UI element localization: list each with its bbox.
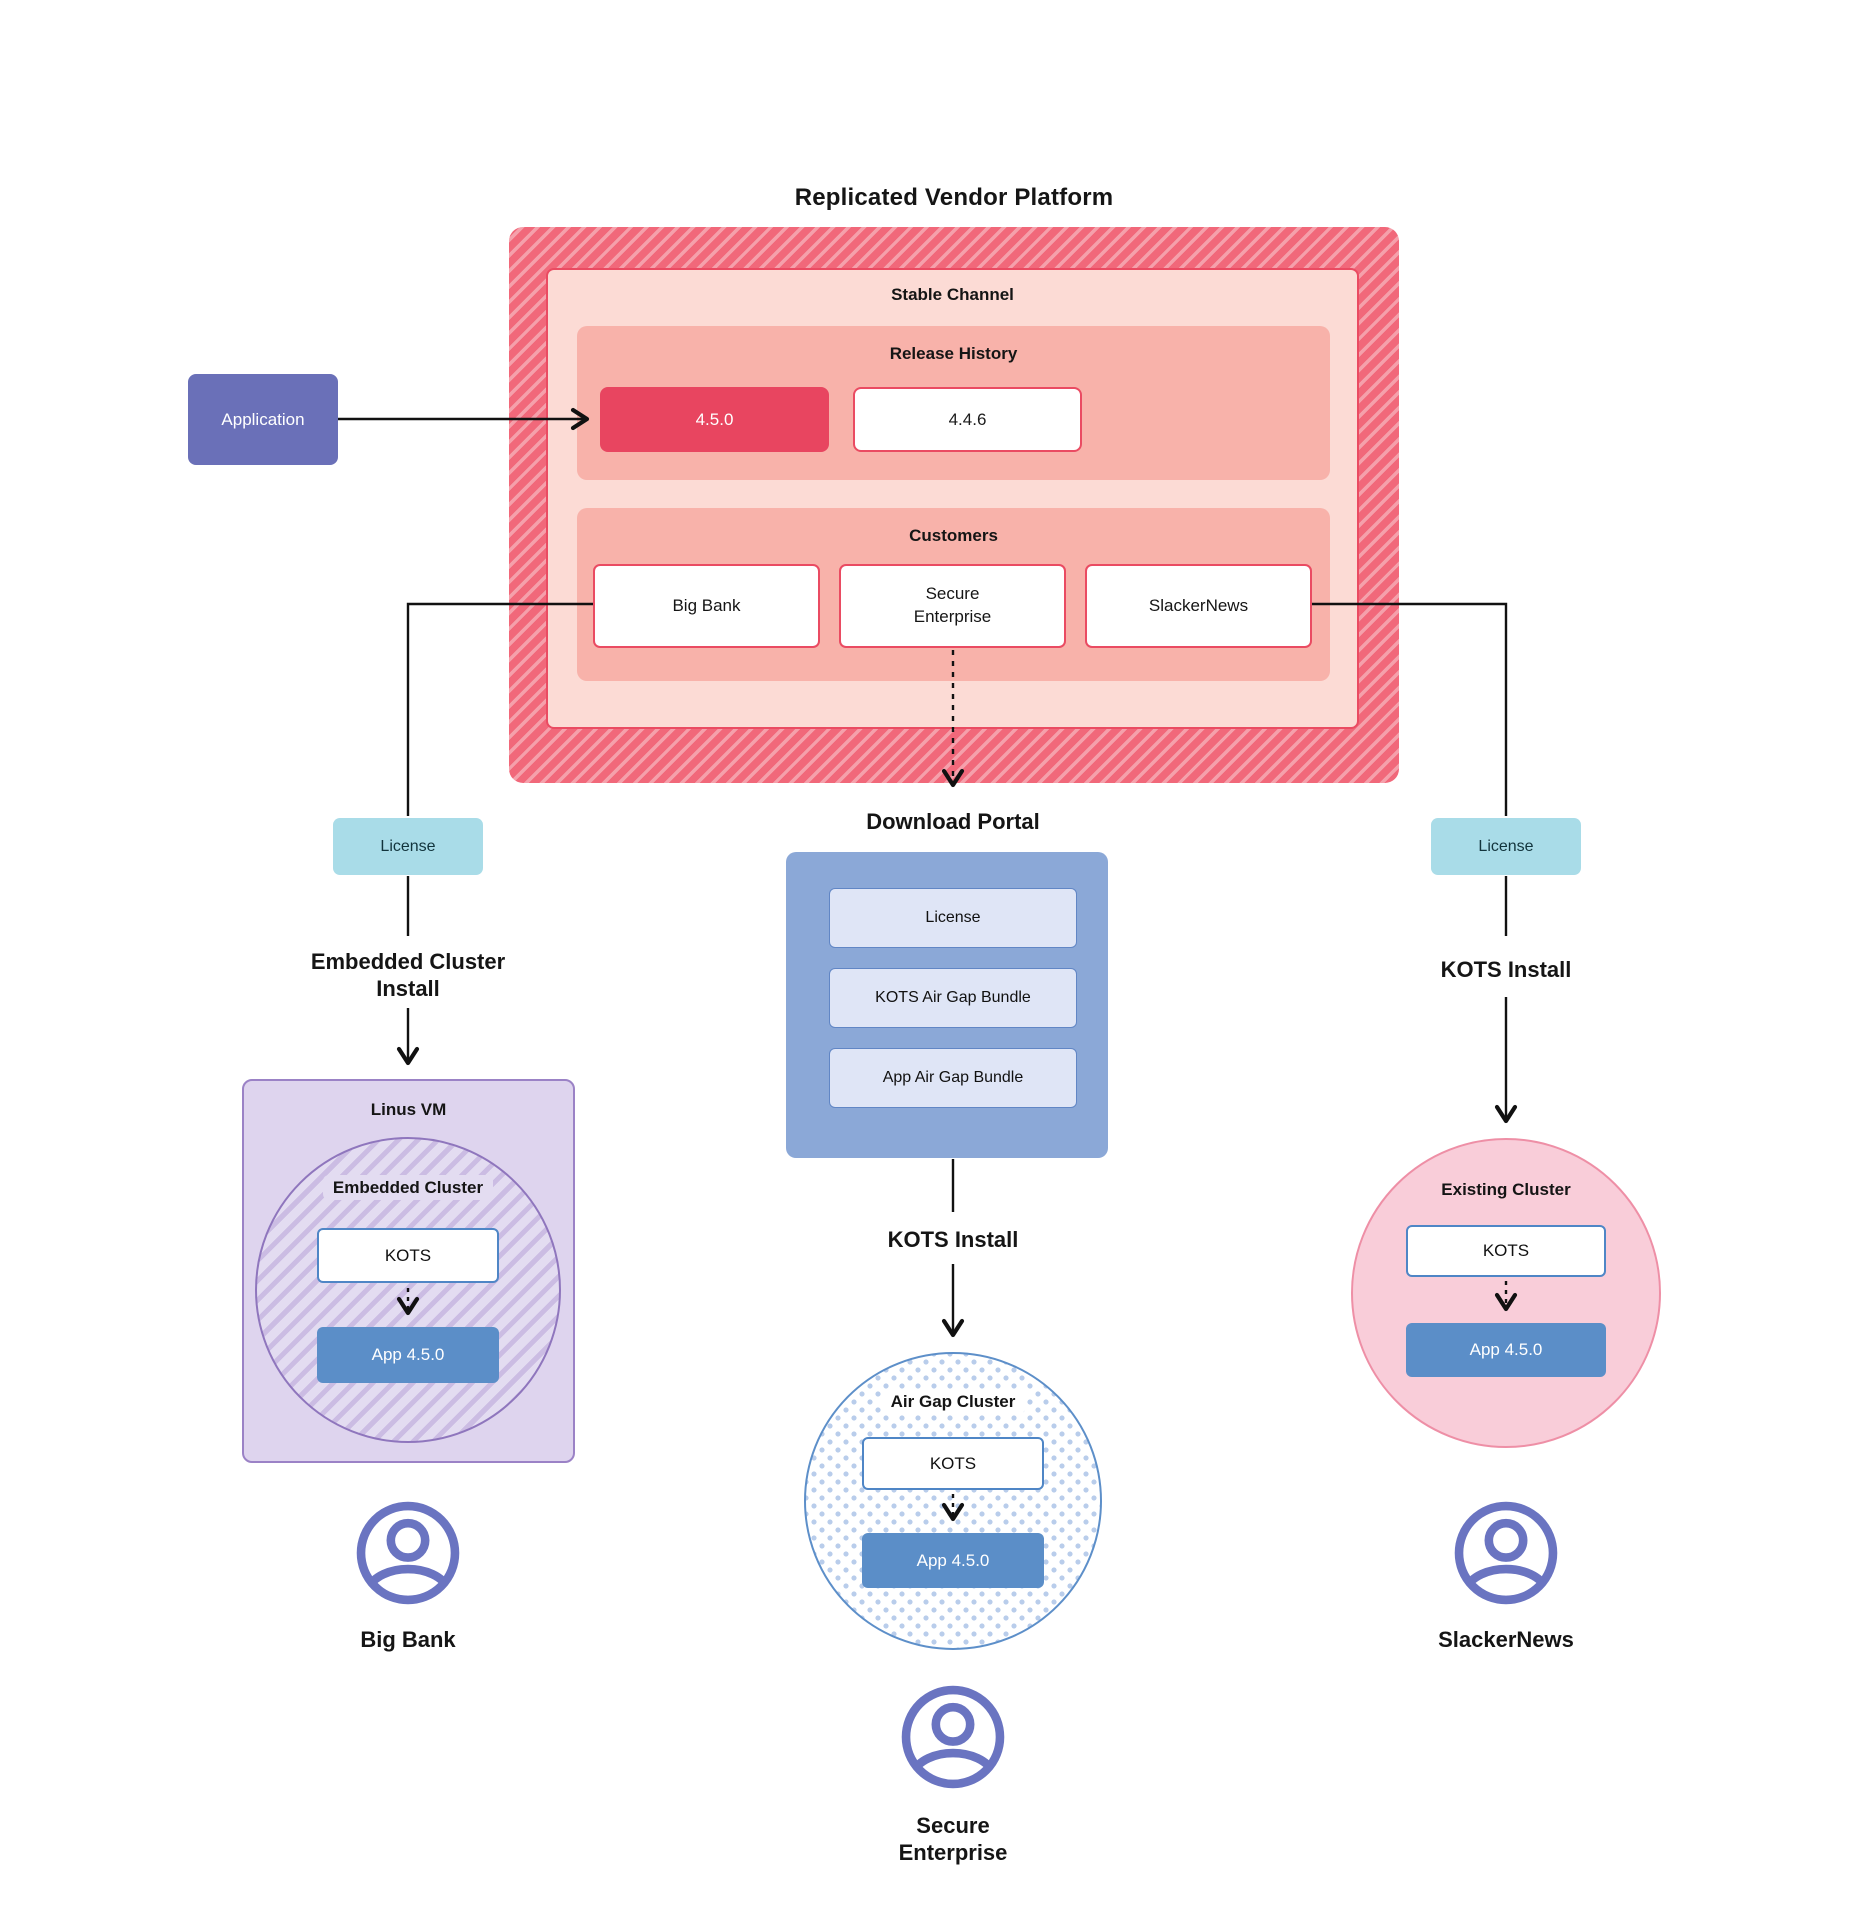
kots-install-label-right: KOTS Install	[1440, 957, 1572, 982]
release-version-current[interactable]: 4.5.0	[600, 387, 829, 452]
portal-item-license[interactable]: License	[829, 888, 1077, 948]
air-gap-cluster-label: Air Gap Cluster	[803, 1389, 1103, 1414]
application-box: Application	[188, 374, 338, 465]
customer-slackernews-label: SlackerNews	[1148, 595, 1249, 615]
big-bank-user-label: Big Bank	[360, 1627, 456, 1652]
customer-secure-enterprise-label: Secure Enterprise	[913, 584, 992, 626]
customer-secure-enterprise[interactable]: Secure Enterprise	[839, 564, 1066, 648]
user-icon	[901, 1685, 1005, 1789]
user-icon	[356, 1501, 460, 1605]
slackernews-user-label: SlackerNews	[1438, 1627, 1574, 1652]
release-version-previous[interactable]: 4.4.6	[853, 387, 1082, 452]
user-icon	[1454, 1501, 1558, 1605]
stable-channel-label: Stable Channel	[891, 285, 1014, 304]
app-box-middle: App 4.5.0	[862, 1533, 1044, 1588]
kots-box-middle: KOTS	[862, 1437, 1044, 1490]
customer-big-bank-label: Big Bank	[672, 595, 741, 615]
customer-slackernews[interactable]: SlackerNews	[1085, 564, 1312, 648]
app-box-right: App 4.5.0	[1406, 1323, 1606, 1377]
download-portal-title: Download Portal	[866, 809, 1040, 834]
secure-enterprise-user-label: Secure Enterprise	[898, 1813, 1008, 1865]
kots-box-right: KOTS	[1406, 1225, 1606, 1277]
customer-big-bank[interactable]: Big Bank	[593, 564, 820, 648]
diagram-title: Replicated Vendor Platform	[794, 184, 1114, 211]
embedded-cluster-label: Embedded Cluster	[258, 1175, 558, 1200]
kots-box-left: KOTS	[317, 1228, 499, 1283]
customers-label: Customers	[909, 526, 998, 545]
release-history-label: Release History	[889, 344, 1018, 363]
existing-cluster-label: Existing Cluster	[1441, 1180, 1571, 1199]
embedded-cluster-install-label: Embedded Cluster Install	[310, 949, 506, 1001]
portal-item-kots-airgap-bundle[interactable]: KOTS Air Gap Bundle	[829, 968, 1077, 1028]
app-box-left: App 4.5.0	[317, 1327, 499, 1383]
linux-vm-label: Linus VM	[370, 1100, 447, 1119]
license-box-left: License	[333, 818, 483, 875]
kots-install-label-middle: KOTS Install	[887, 1227, 1019, 1252]
portal-item-app-airgap-bundle[interactable]: App Air Gap Bundle	[829, 1048, 1077, 1108]
license-box-right: License	[1431, 818, 1581, 875]
